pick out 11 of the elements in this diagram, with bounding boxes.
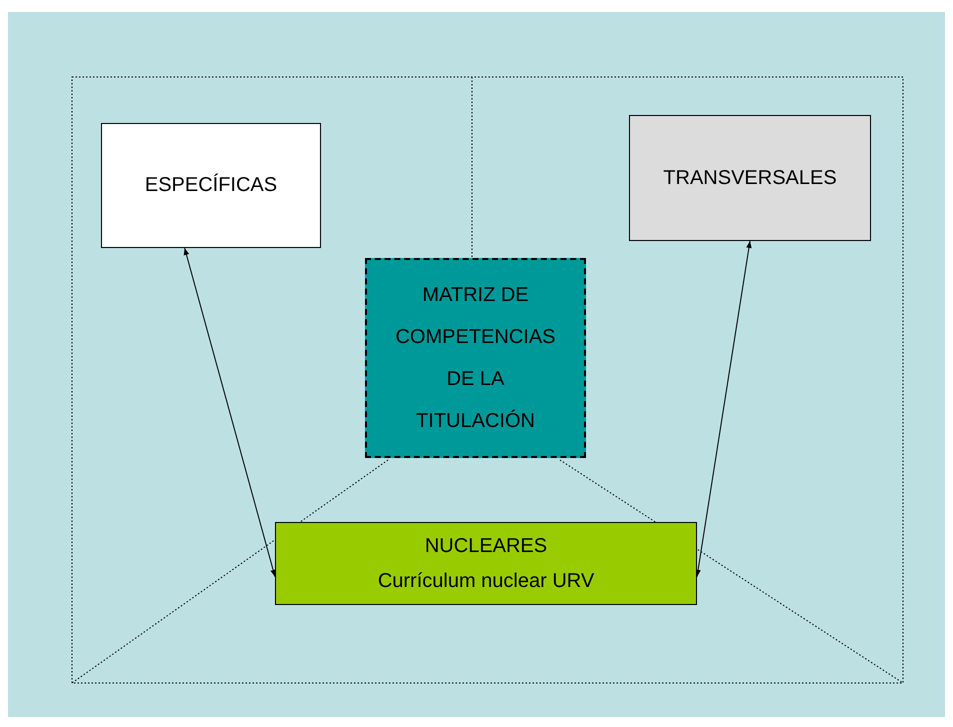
box-title: TRANSVERSALES bbox=[663, 166, 837, 190]
box-title: MATRIZ DE COMPETENCIAS DE LA TITULACIÓN bbox=[394, 283, 557, 434]
box-subtitle: Currículum nuclear URV bbox=[378, 570, 594, 592]
double-arrow bbox=[184, 248, 276, 578]
matrix-box bbox=[365, 258, 586, 458]
category-box bbox=[101, 123, 321, 248]
category-box bbox=[629, 115, 871, 241]
core-box bbox=[275, 522, 697, 605]
box-title: NUCLEARES bbox=[424, 534, 548, 558]
box-title: ESPECÍFICAS bbox=[144, 174, 278, 197]
double-arrow bbox=[695, 240, 752, 578]
